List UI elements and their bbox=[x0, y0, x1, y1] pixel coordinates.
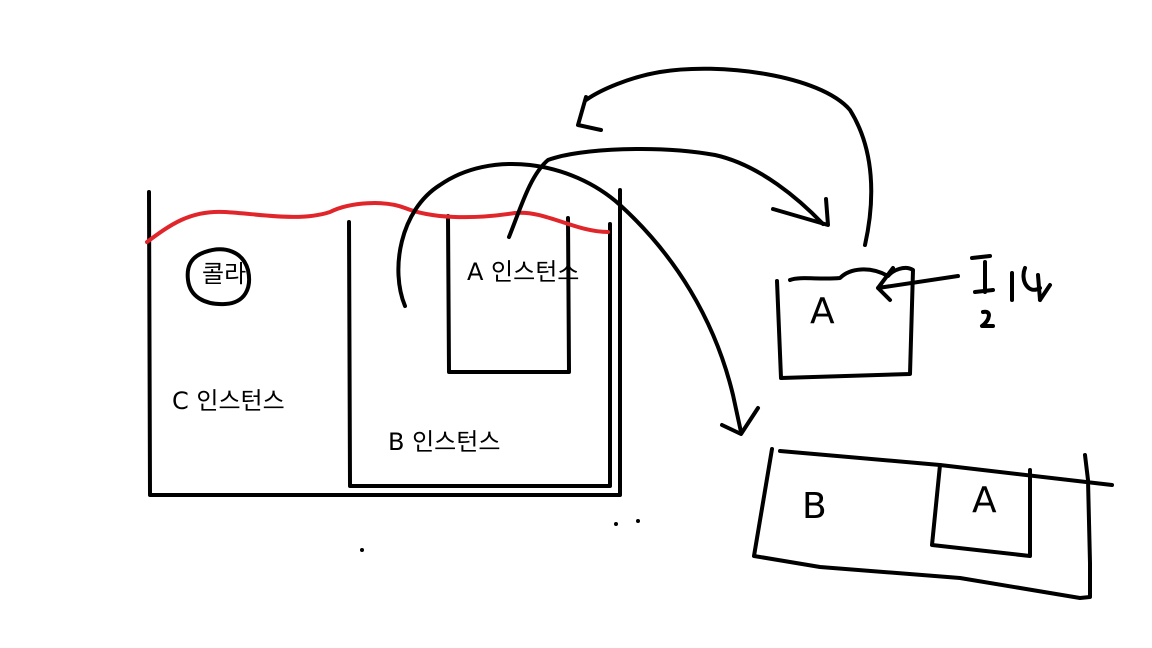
pointer-arrow bbox=[876, 266, 960, 302]
arc-b-to-big-box bbox=[396, 161, 743, 434]
big-box-inner-a-outline bbox=[930, 463, 1032, 558]
container-b-outline bbox=[347, 220, 612, 488]
handwritten-scribble bbox=[970, 254, 1052, 328]
stray-dot bbox=[614, 522, 618, 526]
big-box-b-letter: B bbox=[802, 486, 827, 527]
return-arrowhead bbox=[576, 95, 603, 132]
small-box-letter: A bbox=[810, 291, 835, 332]
arrowhead-big-box bbox=[720, 406, 760, 436]
container-c-outline bbox=[147, 188, 622, 497]
return-arc bbox=[584, 66, 874, 247]
cola-blob bbox=[185, 247, 251, 307]
small-box-outline bbox=[775, 265, 915, 380]
a-instance-label: A 인스턴스 bbox=[467, 258, 579, 286]
liquid-level-line bbox=[145, 201, 610, 244]
arrowhead-small-box bbox=[771, 197, 830, 227]
stray-dot bbox=[636, 519, 640, 523]
stray-dot bbox=[360, 548, 364, 552]
arc-a-to-small-box bbox=[507, 146, 825, 239]
cola-label: 콜라 bbox=[202, 260, 246, 288]
c-instance-label: C 인스턴스 bbox=[172, 387, 285, 415]
b-instance-label: B 인스턴스 bbox=[388, 428, 500, 456]
container-a-outline bbox=[446, 214, 571, 374]
big-box-a-letter: A bbox=[972, 480, 997, 521]
